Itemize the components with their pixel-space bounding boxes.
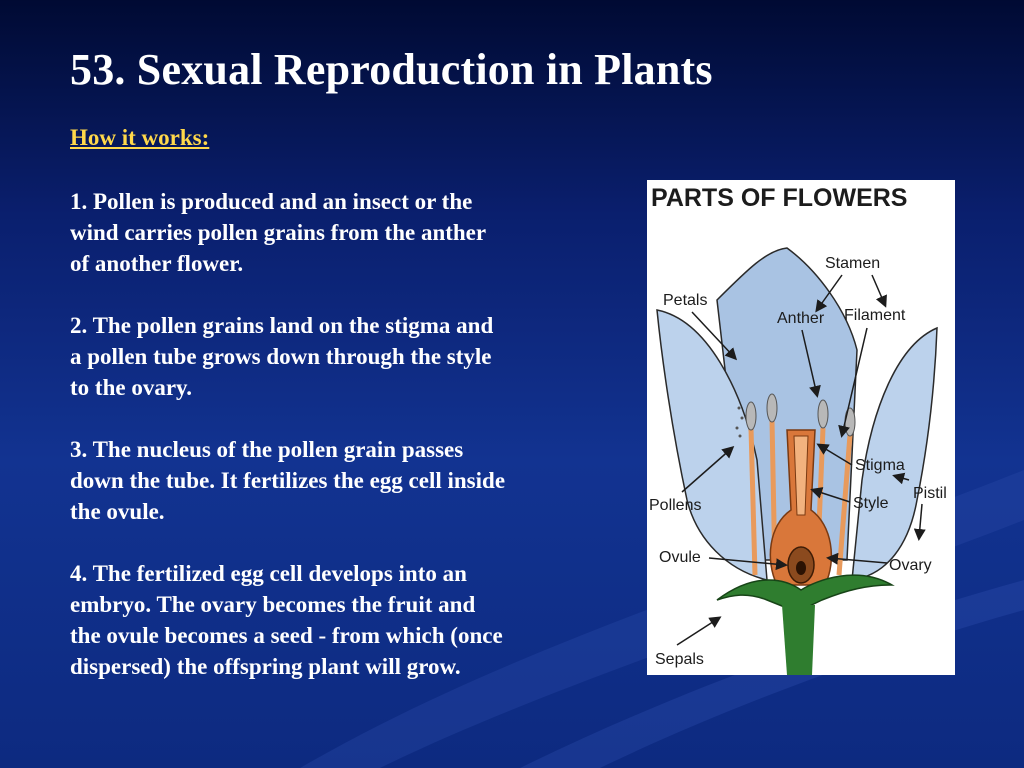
label-ovule: Ovule [659,549,701,566]
label-ovary: Ovary [889,557,932,574]
sepals [716,574,895,613]
step-1: 1. Pollen is produced and an insect or t… [70,189,487,276]
label-anther: Anther [777,310,825,327]
steps-list: 1. Pollen is produced and an insect or t… [70,186,630,713]
pollen-grains [735,406,744,438]
how-it-works-heading: How it works: [70,125,210,150]
label-stigma: Stigma [855,457,905,474]
label-stamen: Stamen [825,255,880,272]
label-pollens: Pollens [649,497,701,514]
step-4: 4. The fertilized egg cell develops into… [70,561,503,679]
diagram-title: PARTS OF FLOWERS [651,184,907,212]
label-filament: Filament [844,307,906,324]
label-pistil: Pistil [913,485,947,502]
label-style: Style [853,495,889,512]
label-sepals: Sepals [655,651,704,668]
step-2: 2. The pollen grains land on the stigma … [70,313,494,400]
flower-diagram: PARTS OF FLOWERS [647,180,955,675]
flower-diagram-svg: PARTS OF FLOWERS [649,184,947,675]
step-3: 3. The nucleus of the pollen grain passe… [70,437,506,524]
right-petal [851,326,938,581]
left-petal [656,309,768,581]
style [793,435,809,516]
slide-title: 53. Sexual Reproduction in Plants [70,45,713,94]
diagram-labels: Stamen Petals Anther Filament Stigma Pis… [649,255,947,668]
label-petals: Petals [663,292,707,309]
